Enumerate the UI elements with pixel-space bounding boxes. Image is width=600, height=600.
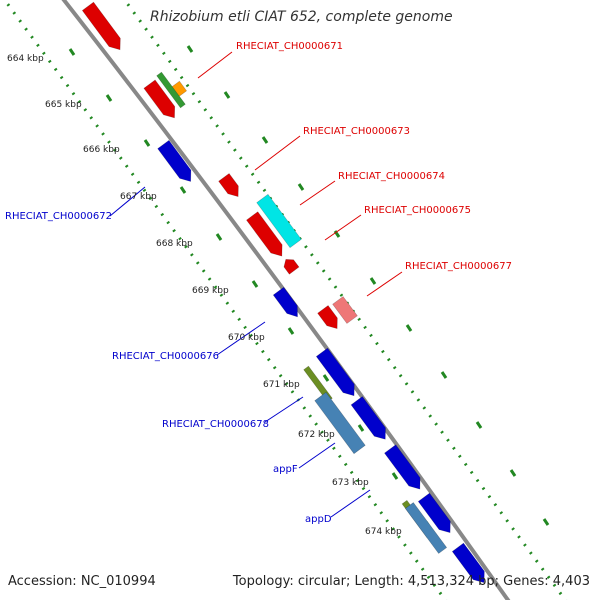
major-tick xyxy=(405,324,413,332)
major-tick xyxy=(509,469,517,477)
gene-arrow[interactable] xyxy=(317,305,343,332)
leader-line xyxy=(324,214,362,241)
leader-line xyxy=(197,51,233,79)
gene-arrow[interactable] xyxy=(404,502,448,554)
gene-label-rheciat-ch0000678[interactable]: RHECIAT_CH0000678 xyxy=(162,419,269,430)
ruler-label: 674 kbp xyxy=(365,527,402,537)
major-tick xyxy=(440,371,448,379)
gene-label-rheciat-ch0000672[interactable]: RHECIAT_CH0000672 xyxy=(5,211,112,222)
ruler-label: 672 kbp xyxy=(298,430,335,440)
gene-arrow[interactable] xyxy=(143,79,180,122)
gene-label-rheciat-ch0000677[interactable]: RHECIAT_CH0000677 xyxy=(405,261,512,272)
major-tick xyxy=(68,48,76,56)
leader-line xyxy=(298,442,336,469)
genome-title: Rhizobium etli CIAT 652, complete genome xyxy=(150,9,453,25)
ruler-label: 669 kbp xyxy=(192,286,229,296)
major-tick xyxy=(475,421,483,429)
major-ticks xyxy=(68,45,550,529)
gene-label-rheciat-ch0000673[interactable]: RHECIAT_CH0000673 xyxy=(303,126,410,137)
gene-label-rheciat-ch0000671[interactable]: RHECIAT_CH0000671 xyxy=(236,41,343,52)
major-tick xyxy=(391,472,399,480)
gene-features xyxy=(81,1,489,587)
ruler-label: 664 kbp xyxy=(7,54,44,64)
gene-label-appf[interactable]: appF xyxy=(273,464,298,475)
gene-arrow[interactable] xyxy=(218,173,244,200)
ruler-label: 666 kbp xyxy=(83,145,120,155)
ruler-labels: 664 kbp 665 kbp 666 kbp 667 kbp 668 kbp … xyxy=(7,54,402,537)
gene-arrow[interactable] xyxy=(272,286,302,320)
gene-label-rheciat-ch0000675[interactable]: RHECIAT_CH0000675 xyxy=(364,205,471,216)
major-tick xyxy=(297,183,305,191)
major-tick xyxy=(186,45,194,53)
gene-arrow[interactable] xyxy=(81,1,125,54)
ruler-label: 670 kbp xyxy=(228,333,265,343)
gene-labels: RHECIAT_CH0000671 RHECIAT_CH0000673 RHEC… xyxy=(5,41,512,525)
gene-arrow[interactable] xyxy=(281,256,300,275)
major-tick xyxy=(542,518,550,526)
major-tick xyxy=(322,374,330,382)
gene-label-rheciat-ch0000676[interactable]: RHECIAT_CH0000676 xyxy=(112,351,219,362)
leader-line xyxy=(330,489,371,518)
leader-line xyxy=(216,321,266,356)
leader-line xyxy=(299,180,336,206)
gene-arrow[interactable] xyxy=(417,492,455,537)
major-tick xyxy=(223,91,231,99)
gene-label-appd[interactable]: appD xyxy=(305,514,332,525)
gene-arrow[interactable] xyxy=(314,391,366,455)
ruler-label: 671 kbp xyxy=(263,380,300,390)
major-tick xyxy=(143,139,151,147)
label-leader-lines xyxy=(109,51,403,518)
genome-backbone xyxy=(61,0,511,600)
leader-line xyxy=(109,186,146,217)
major-tick xyxy=(105,94,113,102)
gene-arrow[interactable] xyxy=(256,193,302,249)
gene-arrow[interactable] xyxy=(157,139,197,185)
ruler-label: 667 kbp xyxy=(120,192,157,202)
accession-label: Accession: NC_010994 xyxy=(8,574,156,589)
ruler-label: 673 kbp xyxy=(332,478,369,488)
major-tick xyxy=(287,327,295,335)
tick-tracks xyxy=(2,0,568,600)
ruler-label: 665 kbp xyxy=(45,100,82,110)
gene-arrow[interactable] xyxy=(451,542,489,587)
gene-arrow[interactable] xyxy=(332,296,358,324)
leader-line xyxy=(264,396,304,423)
gene-arrow[interactable] xyxy=(315,347,359,400)
gene-label-rheciat-ch0000674[interactable]: RHECIAT_CH0000674 xyxy=(338,171,445,182)
gene-arrow[interactable] xyxy=(156,71,186,109)
leader-line xyxy=(254,135,301,171)
right-tick-track xyxy=(122,0,568,600)
gene-arrow[interactable] xyxy=(246,211,288,261)
major-tick xyxy=(357,424,365,432)
left-tick-track xyxy=(2,0,448,600)
ruler-label: 668 kbp xyxy=(156,239,193,249)
major-tick xyxy=(261,136,269,144)
leader-line xyxy=(366,271,403,297)
major-tick xyxy=(215,233,223,241)
major-tick xyxy=(251,280,259,288)
major-tick xyxy=(179,186,187,194)
gene-arrow[interactable] xyxy=(350,396,391,444)
gene-arrow[interactable] xyxy=(384,444,426,494)
major-tick xyxy=(369,277,377,285)
genome-summary: Topology: circular; Length: 4,513,324 bp… xyxy=(232,574,590,589)
